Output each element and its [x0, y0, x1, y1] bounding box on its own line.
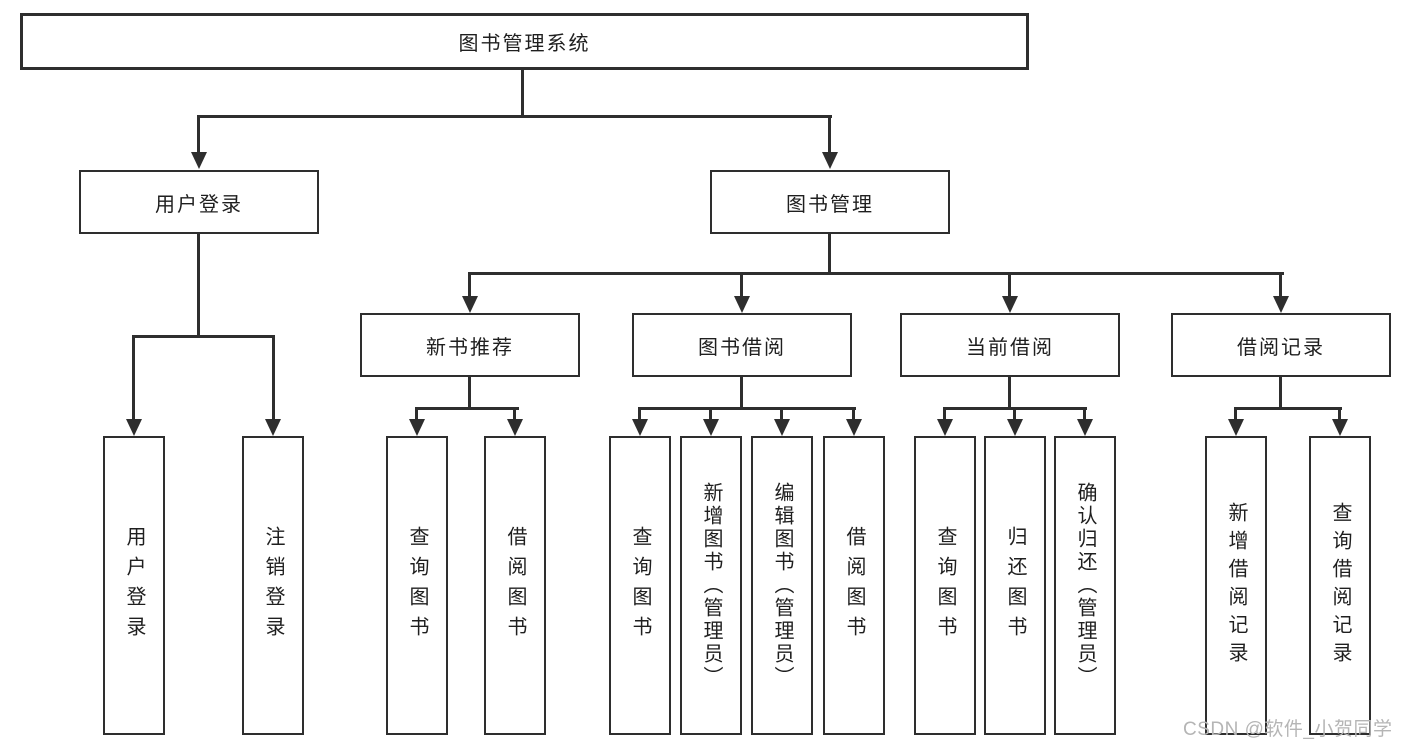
- arrow-down-icon: [846, 419, 862, 436]
- arrow-down-icon: [265, 419, 281, 436]
- leaf-logout-label: 注销登录: [262, 525, 284, 646]
- arrow-down-icon: [507, 419, 523, 436]
- leaf-borrow-books-recommend: 借阅图书: [484, 436, 546, 735]
- leaf-query-books-borrowing-label: 查询图书: [629, 525, 651, 646]
- node-current-borrowing-label: 当前借阅: [966, 336, 1054, 359]
- node-borrowing-records: 借阅记录: [1171, 313, 1391, 377]
- connector-line: [1279, 272, 1282, 298]
- arrow-down-icon: [632, 419, 648, 436]
- arrow-down-icon: [1077, 419, 1093, 436]
- node-root-label: 图书管理系统: [458, 33, 591, 55]
- connector-line: [272, 335, 275, 420]
- leaf-query-books-recommend: 查询图书: [386, 436, 448, 735]
- arrow-down-icon: [1273, 296, 1289, 313]
- arrow-down-icon: [822, 152, 838, 169]
- connector-line: [852, 407, 855, 421]
- node-borrowing-records-label: 借阅记录: [1237, 336, 1325, 359]
- node-user-login: 用户登录: [79, 170, 319, 234]
- connector-line: [1234, 407, 1237, 421]
- leaf-user-login-label: 用户登录: [123, 525, 145, 646]
- arrow-down-icon: [1228, 419, 1244, 436]
- leaf-borrow-books-recommend-label: 借阅图书: [504, 525, 526, 646]
- leaf-return-books-label: 归还图书: [1004, 525, 1026, 646]
- connector-line: [513, 407, 516, 421]
- arrow-down-icon: [126, 419, 142, 436]
- leaf-confirm-return-admin: 确认归还（管理员）: [1054, 436, 1116, 735]
- arrow-down-icon: [409, 419, 425, 436]
- arrow-down-icon: [703, 419, 719, 436]
- node-book-borrowing: 图书借阅: [632, 313, 852, 377]
- arrow-down-icon: [191, 152, 207, 169]
- connector-line: [415, 407, 418, 421]
- leaf-confirm-return-admin-label: 确认归还（管理员）: [1074, 482, 1096, 689]
- leaf-add-borrow-record: 新增借阅记录: [1205, 436, 1267, 735]
- leaf-query-borrow-record: 查询借阅记录: [1309, 436, 1371, 735]
- connector-line: [709, 407, 712, 421]
- arrow-down-icon: [734, 296, 750, 313]
- connector-line: [828, 115, 831, 155]
- connector-line: [468, 272, 471, 298]
- connector-line: [943, 407, 946, 421]
- node-user-login-label: 用户登录: [155, 193, 243, 216]
- connector-line: [740, 377, 743, 410]
- leaf-logout: 注销登录: [242, 436, 304, 735]
- arrow-down-icon: [1332, 419, 1348, 436]
- connector-line: [197, 115, 200, 155]
- connector-line: [1013, 407, 1016, 421]
- connector-line: [1338, 407, 1341, 421]
- connector-line: [415, 407, 519, 410]
- connector-line: [1234, 407, 1342, 410]
- leaf-borrow-books-borrowing-label: 借阅图书: [843, 525, 865, 646]
- connector-line: [132, 335, 135, 420]
- leaf-user-login: 用户登录: [103, 436, 165, 735]
- node-current-borrowing: 当前借阅: [900, 313, 1120, 377]
- leaf-query-borrow-record-label: 查询借阅记录: [1329, 501, 1351, 670]
- arrow-down-icon: [1007, 419, 1023, 436]
- leaf-edit-books-admin-label: 编辑图书（管理员）: [771, 482, 793, 689]
- leaf-query-books-borrowing: 查询图书: [609, 436, 671, 735]
- leaf-query-books-current-label: 查询图书: [934, 525, 956, 646]
- connector-line: [521, 68, 524, 118]
- connector-line: [1083, 407, 1086, 421]
- connector-line: [638, 407, 856, 410]
- arrow-down-icon: [1002, 296, 1018, 313]
- leaf-return-books: 归还图书: [984, 436, 1046, 735]
- node-root: 图书管理系统: [20, 13, 1029, 70]
- leaf-add-books-admin-label: 新增图书（管理员）: [700, 482, 722, 689]
- connector-line: [638, 407, 641, 421]
- connector-line: [468, 377, 471, 410]
- connector-line: [197, 115, 832, 118]
- arrow-down-icon: [937, 419, 953, 436]
- leaf-borrow-books-borrowing: 借阅图书: [823, 436, 885, 735]
- node-book-management: 图书管理: [710, 170, 950, 234]
- arrow-down-icon: [774, 419, 790, 436]
- arrow-down-icon: [462, 296, 478, 313]
- connector-line: [740, 272, 743, 298]
- connector-line: [468, 272, 1284, 275]
- node-new-book-recommendation-label: 新书推荐: [426, 336, 514, 359]
- node-book-management-label: 图书管理: [786, 193, 874, 216]
- connector-line: [828, 234, 831, 275]
- leaf-query-books-current: 查询图书: [914, 436, 976, 735]
- node-new-book-recommendation: 新书推荐: [360, 313, 580, 377]
- node-book-borrowing-label: 图书借阅: [698, 336, 786, 359]
- leaf-query-books-recommend-label: 查询图书: [406, 525, 428, 646]
- connector-line: [1279, 377, 1282, 410]
- leaf-edit-books-admin: 编辑图书（管理员）: [751, 436, 813, 735]
- leaf-add-books-admin: 新增图书（管理员）: [680, 436, 742, 735]
- connector-line: [132, 335, 275, 338]
- connector-line: [1008, 272, 1011, 298]
- csdn-watermark: CSDN @软件_小贺同学: [1183, 719, 1393, 740]
- connector-line: [197, 234, 200, 338]
- connector-line: [780, 407, 783, 421]
- leaf-add-borrow-record-label: 新增借阅记录: [1225, 501, 1247, 670]
- connector-line: [1008, 377, 1011, 410]
